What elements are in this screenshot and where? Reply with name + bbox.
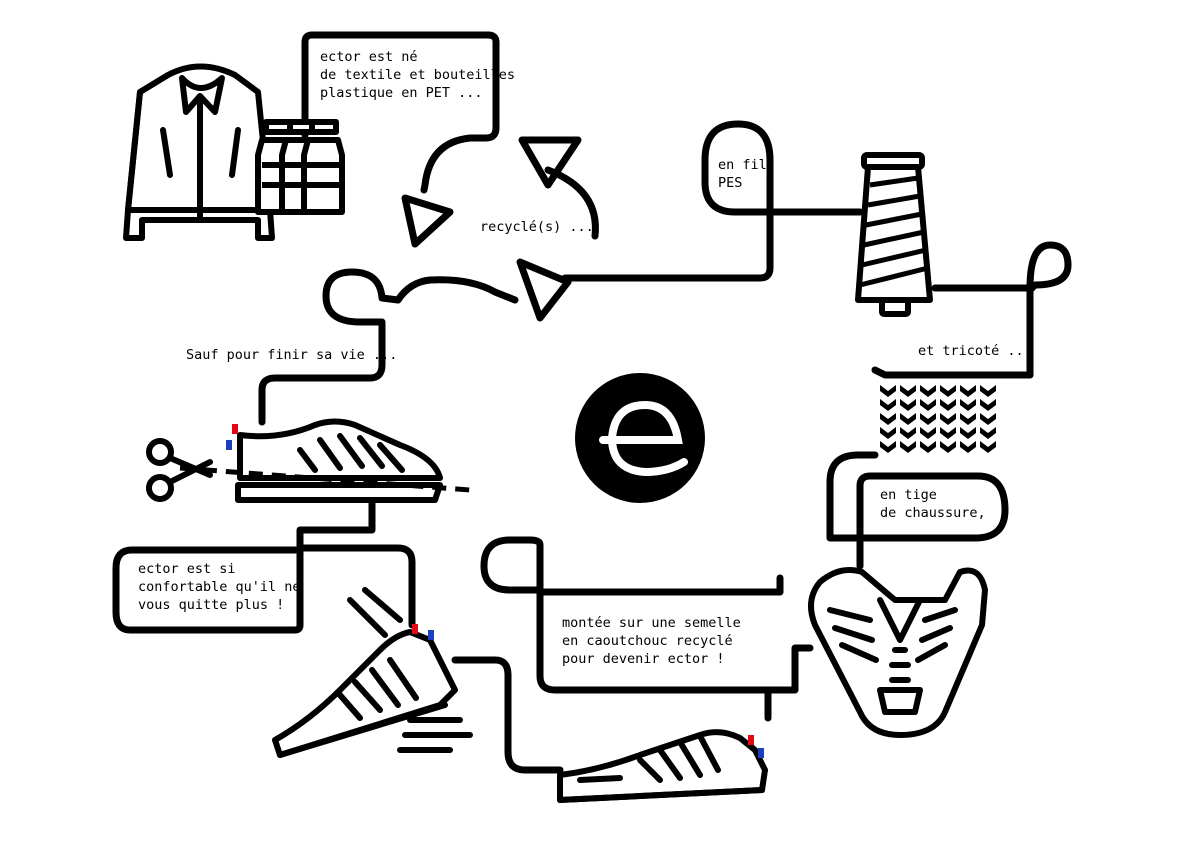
knit-icon xyxy=(880,385,996,453)
recycle-arrows-icon xyxy=(401,136,599,322)
step-recycled-text: recyclé(s) ... xyxy=(480,219,594,235)
shoe-upper-icon xyxy=(808,567,988,738)
step-sole-text: montée sur une semelle en caoutchouc rec… xyxy=(562,615,741,667)
flow-line xyxy=(112,31,1072,774)
sneaker-icon xyxy=(557,729,768,803)
scissors-icon xyxy=(146,438,213,502)
jacket-icon xyxy=(123,63,275,241)
step-upper-text: en tige de chaussure, xyxy=(880,487,986,521)
thread-spool-icon xyxy=(855,152,933,317)
step-comfort-text: ector est si confortable qu'il ne vous q… xyxy=(138,561,301,613)
cut-shoe-icon xyxy=(235,418,443,503)
step-thread-text: en fil PES xyxy=(718,157,767,191)
step-knitted-text: et tricoté ... xyxy=(918,343,1032,359)
step-end-of-life-text: Sauf pour finir sa vie ... xyxy=(186,347,398,363)
cut-line xyxy=(179,465,471,493)
running-shoe-icon xyxy=(272,587,473,758)
step-origin-text: ector est né de textile et bouteilles pl… xyxy=(320,49,516,101)
bottles-icon xyxy=(255,119,345,215)
ector-logo xyxy=(575,373,705,503)
